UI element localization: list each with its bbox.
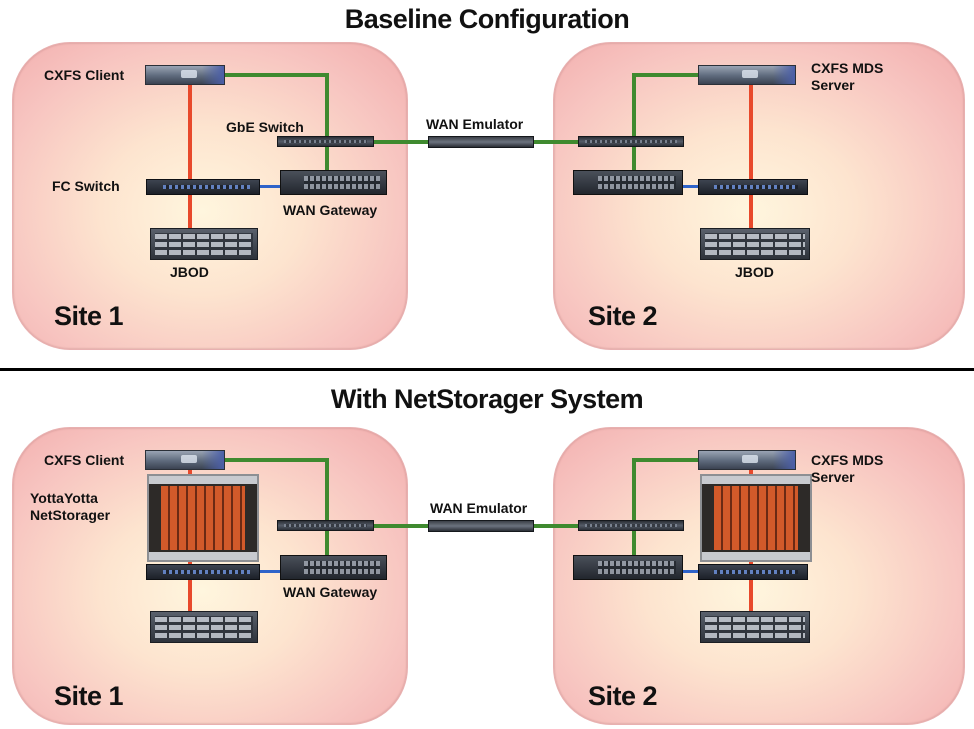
top-site2-fc-switch: [698, 179, 808, 195]
top-cxfs-client-server: [145, 65, 225, 85]
top-gbe-switch-label: GbE Switch: [226, 119, 304, 135]
bottom-site1-client-eth-link: [218, 458, 328, 462]
top-site2-eth-drop-link: [632, 73, 636, 177]
top-site1-jbod-label: JBOD: [170, 264, 209, 280]
bottom-site1-fc-switch: [146, 564, 260, 580]
bottom-cxfs-client-label: CXFS Client: [44, 452, 125, 468]
bottom-wan-link-left: [370, 524, 430, 528]
top-site2-jbod-label: JBOD: [735, 264, 774, 280]
top-site-1-label: Site 1: [54, 301, 124, 331]
top-site1-fc-switch: [146, 179, 260, 195]
bottom-site2-wan-gateway: [573, 555, 683, 580]
bottom-wan-emulator-label: WAN Emulator: [430, 500, 528, 516]
top-cxfs-mds-label-line2: Server: [811, 77, 855, 93]
bottom-site2-jbod: [700, 611, 810, 643]
top-cxfs-mds-server: [698, 65, 796, 85]
top-wan-link-left: [370, 140, 430, 144]
bottom-site2-fc-switch: [698, 564, 808, 580]
top-site2-wan-gateway: [573, 170, 683, 195]
panel-divider: [0, 368, 974, 371]
bottom-site2-gw-fc-link: [680, 570, 700, 573]
bottom-wan-gateway-label: WAN Gateway: [283, 584, 378, 600]
top-site1-gbe-switch: [277, 136, 374, 147]
top-wan-emulator: [428, 136, 534, 148]
top-site-2-label: Site 2: [588, 301, 658, 331]
top-site2-jbod: [700, 228, 810, 260]
top-wan-gateway-label: WAN Gateway: [283, 202, 378, 218]
bottom-site1-eth-drop-link: [325, 458, 329, 562]
bottom-netstorager-label-line1: YottaYotta: [30, 490, 98, 506]
bottom-site1-netstorager: [147, 474, 259, 562]
top-site2-gbe-switch: [578, 136, 684, 147]
top-wan-link-right: [530, 140, 580, 144]
top-panel-title: Baseline Configuration: [344, 4, 630, 34]
bottom-site1-gbe-switch: [277, 520, 374, 531]
top-site1-client-eth-link: [218, 73, 328, 77]
top-site2-fc-link: [749, 82, 753, 232]
bottom-site1-gw-fc-link: [256, 570, 280, 573]
bottom-panel-title: With NetStorager System: [330, 384, 644, 414]
bottom-cxfs-mds-server: [698, 450, 796, 470]
bottom-wan-link-right: [530, 524, 580, 528]
bottom-site-2-label: Site 2: [588, 681, 658, 711]
top-site2-gw-fc-link: [680, 185, 700, 188]
top-fc-switch-label: FC Switch: [52, 178, 120, 194]
top-site-1-region: [12, 42, 408, 350]
bottom-site2-server-eth-link: [632, 458, 700, 462]
top-site1-fc-link: [188, 82, 192, 232]
bottom-site2-netstorager: [700, 474, 812, 562]
top-site1-jbod: [150, 228, 258, 260]
top-site2-server-eth-link: [632, 73, 700, 77]
top-site1-wan-gateway: [280, 170, 387, 195]
bottom-wan-emulator: [428, 520, 534, 532]
top-site1-eth-drop-link: [325, 73, 329, 177]
top-cxfs-mds-label-line1: CXFS MDS: [811, 60, 884, 76]
bottom-site2-eth-drop-link: [632, 458, 636, 562]
bottom-site1-jbod: [150, 611, 258, 643]
top-site1-gw-fc-link: [256, 185, 280, 188]
top-site-2-region: [553, 42, 965, 350]
bottom-cxfs-mds-label-line2: Server: [811, 469, 855, 485]
top-cxfs-client-label: CXFS Client: [44, 67, 125, 83]
bottom-site2-gbe-switch: [578, 520, 684, 531]
bottom-cxfs-client-server: [145, 450, 225, 470]
bottom-site1-wan-gateway: [280, 555, 387, 580]
bottom-cxfs-mds-label-line1: CXFS MDS: [811, 452, 884, 468]
bottom-netstorager-label-line2: NetStorager: [30, 507, 111, 523]
bottom-site-1-label: Site 1: [54, 681, 124, 711]
top-wan-emulator-label: WAN Emulator: [426, 116, 524, 132]
